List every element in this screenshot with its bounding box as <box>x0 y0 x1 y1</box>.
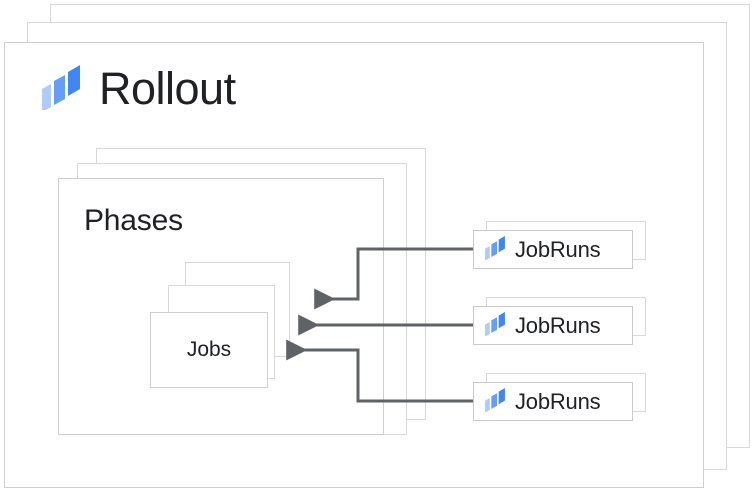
jobruns-label-2: JobRuns <box>515 312 601 338</box>
jobs-title: Jobs <box>186 338 232 361</box>
jobruns-card-1[interactable]: JobRuns <box>473 230 633 269</box>
jobs-card[interactable] <box>150 312 268 388</box>
jobrun-stacked-parallelograms-icon <box>484 386 506 417</box>
rollout-title-row: Rollout <box>40 62 236 115</box>
jobruns-card-3[interactable]: JobRuns <box>473 382 633 421</box>
jobruns-label-1: JobRuns <box>515 236 601 262</box>
rollout-title: Rollout <box>99 63 236 114</box>
jobrun-stacked-parallelograms-icon <box>484 310 506 341</box>
jobruns-card-2[interactable]: JobRuns <box>473 306 633 345</box>
phases-title: Phases <box>84 204 183 237</box>
jobrun-stacked-parallelograms-icon <box>484 234 506 265</box>
rollout-stacked-parallelograms-icon <box>40 62 82 115</box>
jobruns-label-3: JobRuns <box>515 388 601 414</box>
